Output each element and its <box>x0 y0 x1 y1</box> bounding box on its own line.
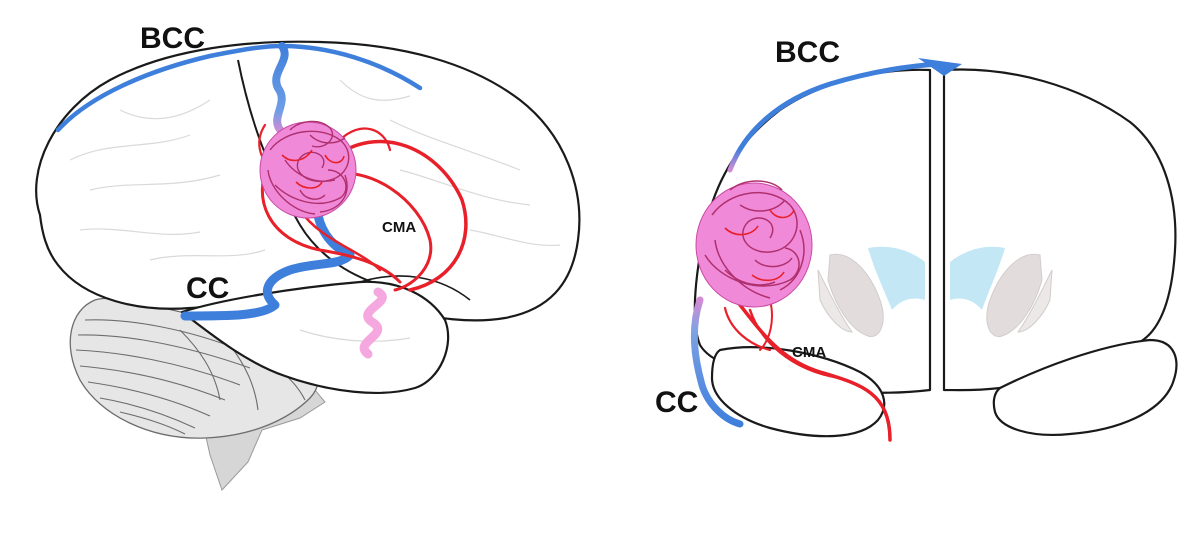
lateral-view: BCC CC CMA <box>35 22 581 491</box>
bcc-vein-coronal <box>727 61 943 173</box>
pink-vessel-temporal <box>359 287 387 359</box>
label-bcc-right: BCC <box>775 36 840 69</box>
basal-nuclei <box>817 253 1053 338</box>
label-cma-right: CMA <box>792 344 826 361</box>
label-cc-left: CC <box>186 272 229 305</box>
coronal-view: BCC CC CMA <box>655 36 1178 442</box>
cerebellum <box>69 297 326 491</box>
avm-nidus-coronal <box>695 180 813 308</box>
bcc-vein-lateral <box>55 43 423 133</box>
ventricles <box>868 246 1005 310</box>
label-cc-right: CC <box>655 386 698 419</box>
cc-vein-coronal <box>690 296 744 428</box>
avm-nidus-lateral <box>259 120 357 219</box>
cma-arteries-coronal <box>723 299 892 442</box>
draining-vein-superior <box>272 42 289 136</box>
coronal-right-temporal <box>992 338 1178 436</box>
coronal-left-temporal <box>710 346 886 438</box>
label-bcc-left: BCC <box>140 22 205 55</box>
sss-cap <box>918 58 962 76</box>
cc-vein-lateral <box>180 210 355 321</box>
label-cma-left: CMA <box>382 219 416 236</box>
